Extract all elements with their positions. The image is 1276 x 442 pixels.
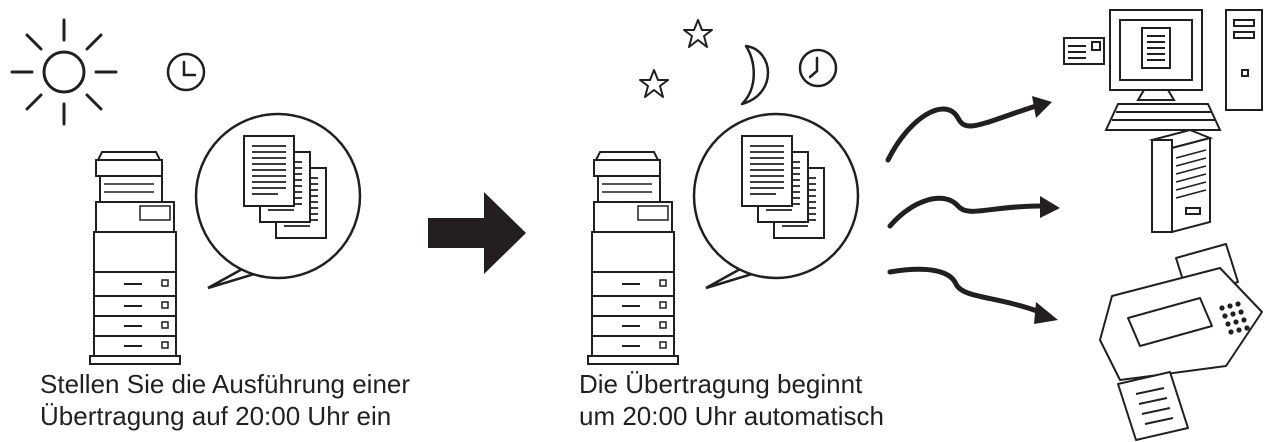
clock-icon bbox=[166, 52, 206, 92]
caption-auto-start: Die Übertragung beginnt um 20:00 Uhr aut… bbox=[579, 368, 884, 432]
transmission-arrow-middle bbox=[887, 195, 1060, 229]
caption-auto-start-line2: um 20:00 Uhr automatisch bbox=[579, 401, 884, 431]
star-icon bbox=[683, 19, 713, 48]
documents-icon bbox=[196, 114, 360, 288]
server-icon bbox=[1148, 128, 1214, 234]
right-arrow-icon bbox=[428, 192, 526, 274]
moon-icon bbox=[740, 44, 770, 106]
printer-icon bbox=[89, 151, 181, 367]
star-icon bbox=[639, 69, 669, 98]
printer-icon bbox=[587, 151, 679, 367]
caption-auto-start-line1: Die Übertragung beginnt bbox=[579, 369, 863, 399]
documents-icon bbox=[694, 114, 858, 288]
clock-icon bbox=[798, 48, 838, 88]
caption-schedule-line2: Übertragung auf 20:00 Uhr ein bbox=[40, 401, 392, 431]
computer-icon bbox=[1063, 9, 1263, 131]
transmission-arrow-bottom bbox=[887, 266, 1058, 324]
transmission-arrow-top bbox=[885, 96, 1052, 163]
sun-icon bbox=[10, 18, 118, 126]
fax-icon bbox=[1099, 243, 1263, 441]
caption-schedule-line1: Stellen Sie die Ausführung einer bbox=[40, 369, 411, 399]
caption-schedule: Stellen Sie die Ausführung einer Übertra… bbox=[40, 368, 410, 432]
